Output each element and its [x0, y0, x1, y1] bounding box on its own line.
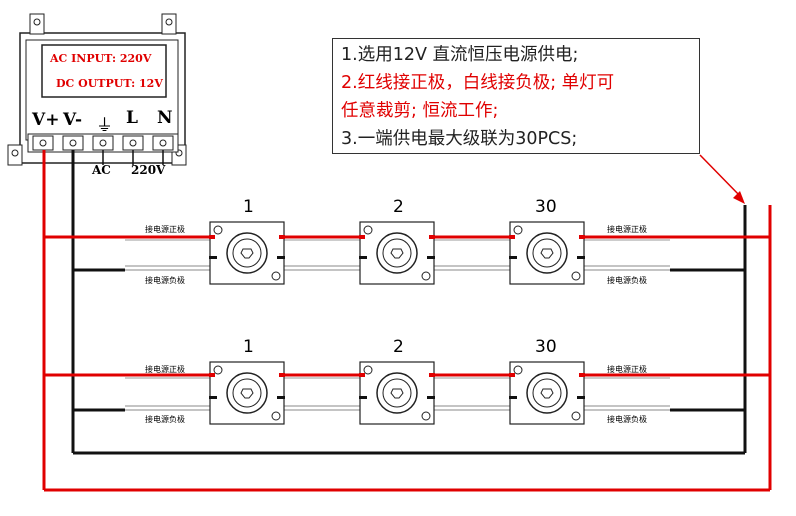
terminal-vplus-label: V+ [32, 110, 60, 130]
led-ring-icon [232, 238, 262, 268]
led-chip-icon [390, 248, 404, 259]
pos-pad [579, 373, 585, 377]
terminal-l-label: L [126, 108, 138, 128]
neg-pad [277, 256, 285, 259]
neg-pad [209, 256, 217, 259]
pos-pad [429, 235, 435, 239]
ac-input-label: AC INPUT: 220V [50, 52, 152, 65]
neg-pad [277, 396, 285, 399]
pos-pad [279, 373, 285, 377]
note-line-2: 2.红线接正极，白线接负极; 单灯可 [341, 73, 615, 93]
screw-hole-icon [421, 411, 431, 421]
led-rows [125, 221, 670, 425]
led-chip-icon [390, 388, 404, 399]
v220-label: 220V [131, 163, 166, 177]
screw-hole-icon [213, 225, 223, 235]
row2-led-module-3 [509, 361, 585, 425]
pos-pad [429, 373, 435, 377]
led-chip-icon [240, 388, 254, 399]
note-line-1: 1.选用12V 直流恒压电源供电; [341, 45, 579, 65]
row2-led-module-1 [209, 361, 285, 425]
row1-left-neg-label: 接电源负极 [145, 276, 185, 285]
row1-right-neg-label: 接电源负极 [607, 276, 647, 285]
neg-pad [209, 396, 217, 399]
pos-pad [209, 373, 215, 377]
row1-led2-number: 2 [393, 197, 404, 217]
row2-right-pos-label: 接电源正极 [607, 365, 647, 374]
neg-pad [359, 396, 367, 399]
pos-pad [509, 373, 515, 377]
power-supply [7, 13, 187, 166]
led-ring-icon [382, 378, 412, 408]
row1-led-module-3 [509, 221, 585, 285]
note-arrow [699, 154, 745, 204]
row1-left-pos-label: 接电源正极 [145, 225, 185, 234]
screw-hole-icon [571, 271, 581, 281]
screw-hole-icon [213, 365, 223, 375]
pos-pad [359, 373, 365, 377]
row1-led30-number: 30 [535, 197, 557, 217]
row2-led30-number: 30 [535, 337, 557, 357]
terminal-vminus-label: V- [63, 110, 83, 130]
neg-pad [509, 396, 517, 399]
pos-pad [509, 235, 515, 239]
ac-label: AC [92, 163, 111, 177]
screw-hole-icon [571, 411, 581, 421]
row2-left-pos-label: 接电源正极 [145, 365, 185, 374]
screw-hole-icon [363, 365, 373, 375]
led-chip-icon [540, 388, 554, 399]
led-ring-icon [532, 378, 562, 408]
screw-hole-icon [513, 365, 523, 375]
led-chip-icon [240, 248, 254, 259]
neg-pad [577, 256, 585, 259]
row2-led1-number: 1 [243, 337, 254, 357]
row1-led1-number: 1 [243, 197, 254, 217]
screw-hole-icon [271, 271, 281, 281]
neg-pad [427, 256, 435, 259]
bus-wires [42, 150, 772, 492]
ground-icon: ⏚ [96, 116, 113, 136]
note-line-4: 3.一端供电最大级联为30PCS; [341, 129, 578, 149]
instruction-note: 1.选用12V 直流恒压电源供电; 2.红线接正极，白线接负极; 单灯可 任意裁… [332, 38, 700, 154]
led-ring-icon [532, 238, 562, 268]
pos-pad [209, 235, 215, 239]
neg-pad [509, 256, 517, 259]
neg-pad [577, 396, 585, 399]
row1-led-module-1 [209, 221, 285, 285]
pos-pad [359, 235, 365, 239]
dc-output-label: DC OUTPUT: 12V [56, 77, 163, 90]
neg-pad [359, 256, 367, 259]
screw-hole-icon [421, 271, 431, 281]
terminal-n-label: N [157, 108, 173, 128]
pos-pad [579, 235, 585, 239]
pos-pad [279, 235, 285, 239]
note-line-3: 任意裁剪; 恒流工作; [341, 101, 499, 121]
terminal-block [32, 135, 174, 151]
led-ring-icon [382, 238, 412, 268]
row2-led-module-2 [359, 361, 435, 425]
neg-pad [427, 396, 435, 399]
led-chip-icon [540, 248, 554, 259]
screw-hole-icon [271, 411, 281, 421]
row2-led2-number: 2 [393, 337, 404, 357]
row1-right-pos-label: 接电源正极 [607, 225, 647, 234]
screw-hole-icon [363, 225, 373, 235]
row2-right-neg-label: 接电源负极 [607, 415, 647, 424]
screw-hole-icon [513, 225, 523, 235]
row2-left-neg-label: 接电源负极 [145, 415, 185, 424]
led-ring-icon [232, 378, 262, 408]
row1-led-module-2 [359, 221, 435, 285]
